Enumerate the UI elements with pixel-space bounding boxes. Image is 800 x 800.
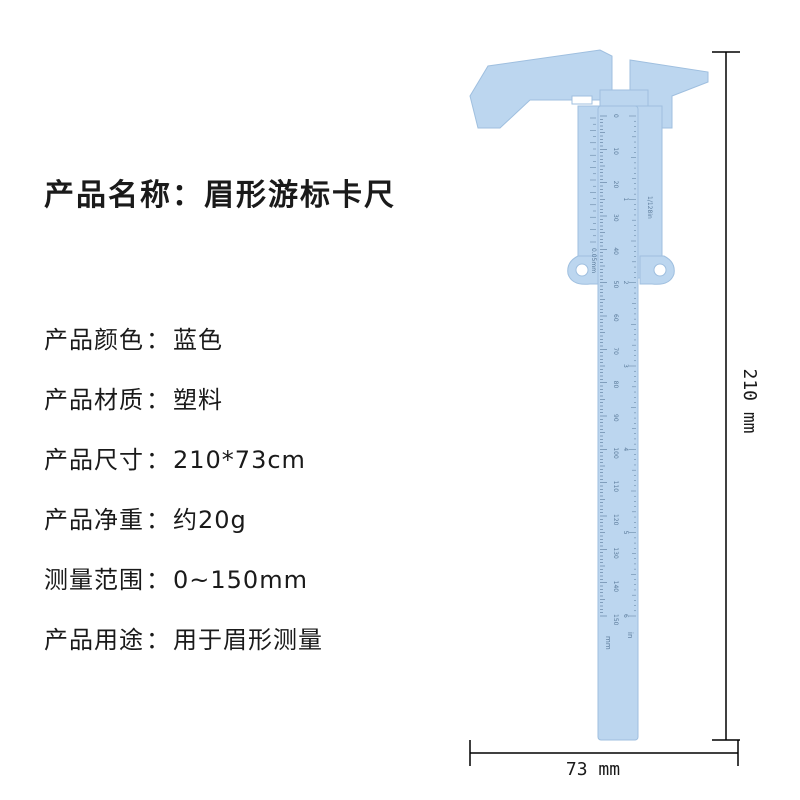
dimension-line-height: [712, 51, 740, 741]
mm-tick-label: 10: [612, 147, 619, 155]
spec-label: 产品材质: [44, 386, 144, 414]
caliper-inch-scale: 1 2 3 4 5 6: [622, 115, 636, 618]
mm-tick-label: 30: [612, 214, 619, 222]
mm-tick-label: 130: [612, 547, 619, 559]
inch-tick-label: 6: [622, 614, 629, 618]
product-name-title: 产品名称：眉形游标卡尺: [44, 178, 396, 213]
inch-tick-label: 4: [622, 447, 629, 451]
width-dimension-label: 73 mm: [565, 759, 621, 780]
caliper-in-unit: in: [626, 632, 634, 638]
spec-list: 产品颜色：蓝色 产品材质：塑料 产品尺寸：210*73cm 产品净重：约20g …: [44, 322, 323, 682]
spec-value: 约20g: [173, 506, 247, 534]
mm-tick-label: 20: [612, 181, 619, 189]
spec-value: 210*73cm: [173, 446, 306, 474]
caliper-jaw-slot: [571, 95, 593, 105]
inch-tick-label: 5: [622, 531, 629, 535]
spec-row-color: 产品颜色：蓝色: [44, 322, 323, 382]
mm-tick-label: 120: [612, 514, 619, 526]
spec-separator: ：: [146, 506, 171, 534]
spec-row-size: 产品尺寸：210*73cm: [44, 442, 323, 502]
mm-tick-label: 70: [612, 347, 619, 355]
mm-tick-label: 140: [612, 581, 619, 593]
inch-tick-label: 2: [622, 281, 629, 285]
mm-tick-label: 100: [612, 447, 619, 459]
caliper-main-beam: [597, 105, 639, 741]
spec-value: 蓝色: [173, 326, 223, 354]
caliper-inch-precision: 1/128in: [646, 196, 653, 219]
mm-tick-label: 90: [612, 414, 619, 422]
spec-separator: ：: [146, 566, 171, 594]
spec-value: 用于眉形测量: [173, 626, 323, 654]
spec-value: 0~150mm: [173, 566, 308, 594]
spec-separator: ：: [146, 446, 171, 474]
mm-tick-label: 0: [612, 114, 619, 118]
spec-row-material: 产品材质：塑料: [44, 382, 323, 442]
dimension-line-width: [469, 740, 739, 766]
spec-row-usage: 产品用途：用于眉形测量: [44, 622, 323, 682]
spec-label: 测量范围: [44, 566, 144, 594]
spec-label: 产品尺寸: [44, 446, 144, 474]
spec-row-range: 测量范围：0~150mm: [44, 562, 323, 622]
spec-label: 产品净重: [44, 506, 144, 534]
mm-tick-label: 60: [612, 314, 619, 322]
mm-tick-label: 80: [612, 381, 619, 389]
mm-tick-label: 150: [612, 614, 619, 626]
spec-label: 产品用途: [44, 626, 144, 654]
inch-tick-label: 1: [622, 197, 629, 201]
spec-value: 塑料: [173, 386, 223, 414]
spec-separator: ：: [146, 626, 171, 654]
spec-separator: ：: [146, 326, 171, 354]
caliper-mm-unit: mm: [604, 636, 612, 650]
height-dimension-label: 210 mm: [739, 368, 760, 434]
caliper-mm-scale: 0 10 20 30 40 50 60 70 80 90 100 110 120 130 140 150: [600, 114, 619, 626]
caliper-vernier-scale: [590, 117, 596, 243]
spec-separator: ：: [146, 386, 171, 414]
mm-tick-label: 40: [612, 247, 619, 255]
mm-tick-label: 110: [612, 481, 619, 493]
spec-label: 产品颜色: [44, 326, 144, 354]
caliper-vernier-precision: 0.05mm: [590, 248, 597, 273]
mm-tick-label: 50: [612, 281, 619, 289]
inch-tick-label: 3: [622, 364, 629, 368]
spec-row-weight: 产品净重：约20g: [44, 502, 323, 562]
